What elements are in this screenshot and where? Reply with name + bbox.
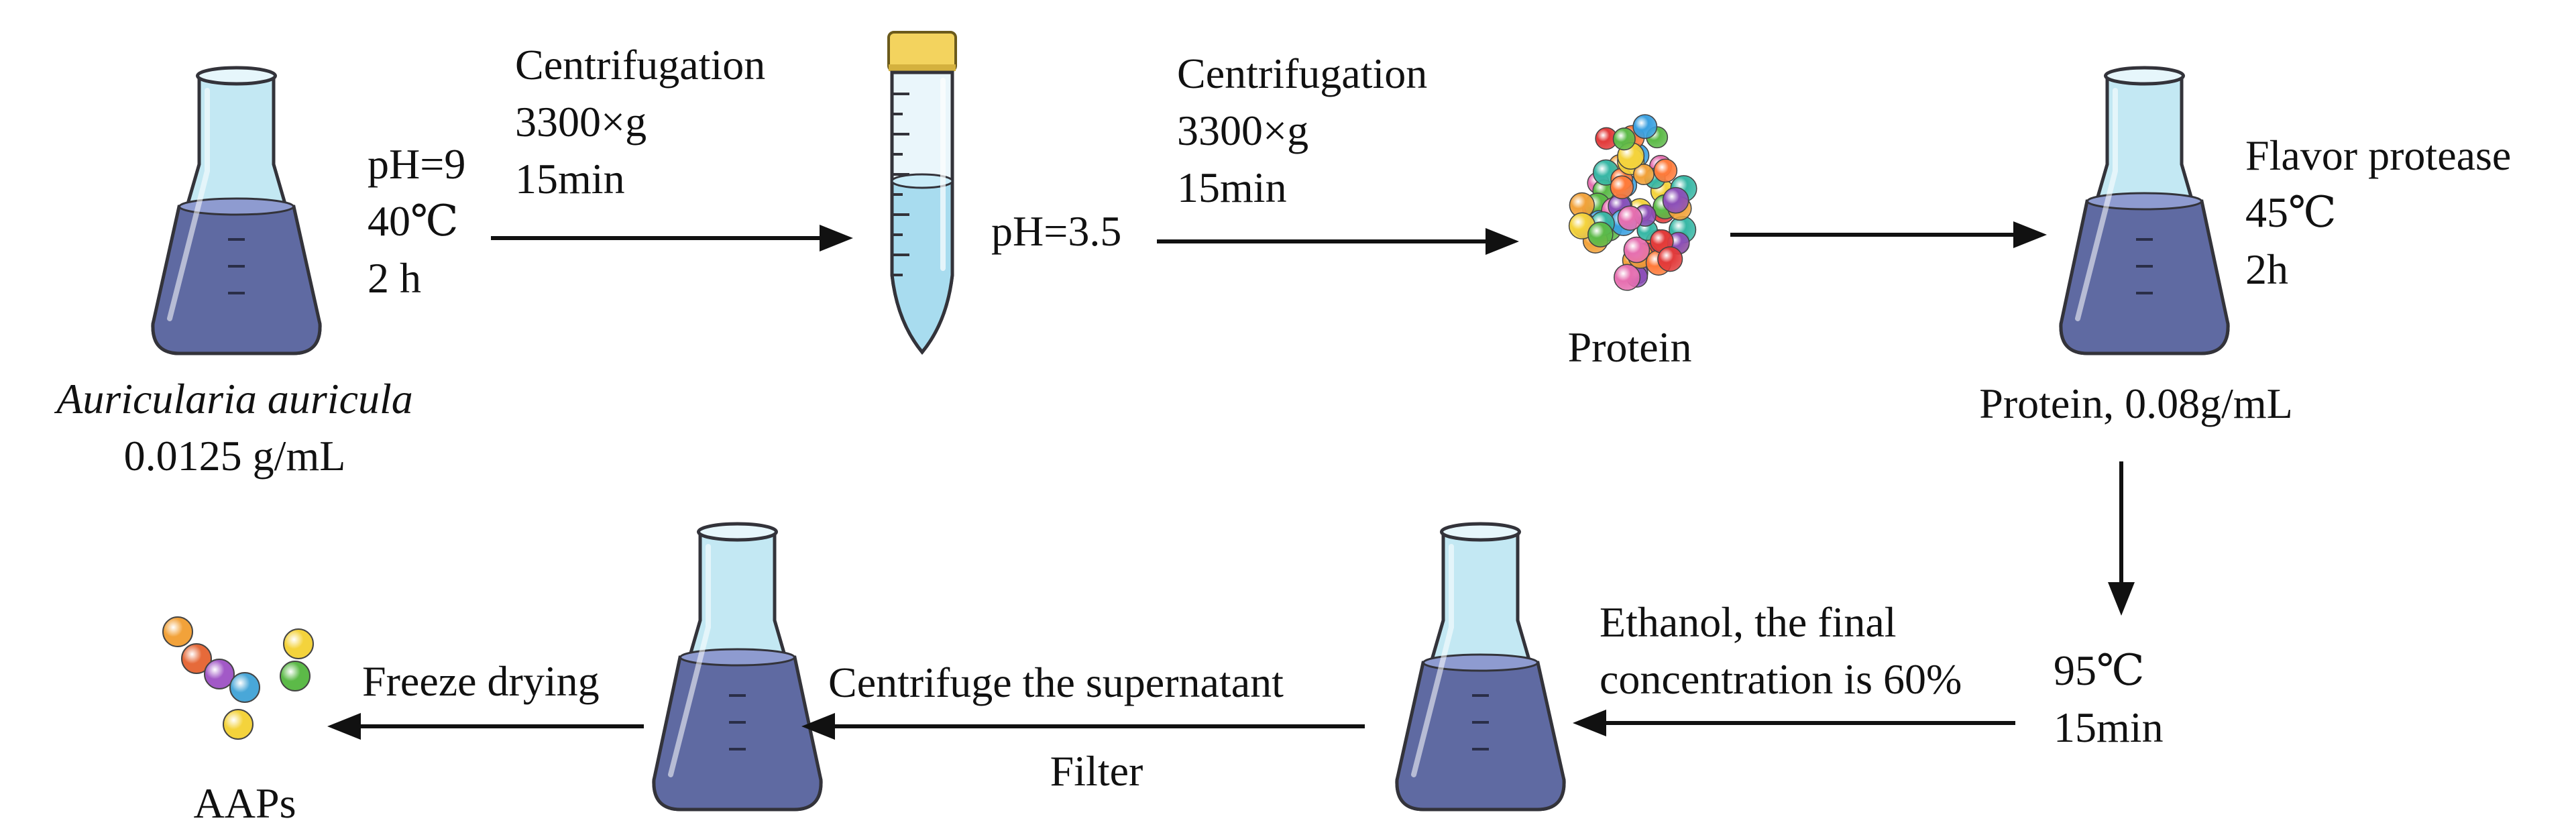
flask-icon xyxy=(652,522,823,812)
flask-icon xyxy=(2059,66,2230,355)
protein-sphere xyxy=(1632,164,1655,186)
peptide-bead xyxy=(181,643,212,674)
arrow-down-icon xyxy=(2108,461,2135,616)
step2-condition-method: Centrifugation xyxy=(515,41,766,89)
step8-centrifuge-label: Centrifuge the supernatant xyxy=(828,659,1284,706)
arrow-left-icon xyxy=(327,713,644,740)
protein-sphere xyxy=(1657,246,1683,272)
flask-icon xyxy=(1395,522,1566,812)
arrow-left-icon xyxy=(1573,710,2015,736)
step3-condition-time: 15min xyxy=(1177,164,1287,211)
protein-sphere xyxy=(1614,264,1641,291)
step2-condition-speed: 3300×g xyxy=(515,98,647,146)
peptide-bead xyxy=(280,661,311,691)
protein-sphere xyxy=(1662,186,1689,214)
step6-condition-time: 15min xyxy=(2054,704,2164,751)
step3-condition-ph: pH=3.5 xyxy=(991,207,1122,255)
sample-concentration-label: 0.0125 g/mL xyxy=(123,432,346,480)
protein-sphere xyxy=(1610,175,1634,199)
arrow-right-icon xyxy=(1157,228,1519,255)
step3-condition-method: Centrifugation xyxy=(1177,50,1428,97)
protein-sphere xyxy=(1612,127,1636,151)
protein-sphere xyxy=(1617,205,1643,231)
step3-condition-speed: 3300×g xyxy=(1177,107,1309,154)
protein-concentration-label: Protein, 0.08g/mL xyxy=(1979,380,2293,427)
step2-condition-time: 15min xyxy=(515,155,625,203)
step8-filter-label: Filter xyxy=(1050,747,1143,795)
sample-name-label: Auricularia auricula xyxy=(56,375,413,423)
protein-sphere xyxy=(1653,158,1678,183)
peptide-bead xyxy=(229,672,260,703)
protein-label: Protein xyxy=(1567,323,1692,371)
arrow-left-icon xyxy=(801,713,1365,740)
step1-condition-time: 2 h xyxy=(368,254,421,302)
centrifuge-tube-icon xyxy=(887,31,957,355)
step5-condition-time: 2h xyxy=(2245,245,2288,293)
peptide-bead xyxy=(283,628,314,659)
peptide-bead xyxy=(204,659,235,689)
step9-freeze-drying-label: Freeze drying xyxy=(362,657,600,705)
step5-condition-enzyme: Flavor protease xyxy=(2245,131,2512,179)
arrow-right-icon xyxy=(1730,221,2047,248)
peptide-bead xyxy=(223,709,254,740)
step1-condition-ph: pH=9 xyxy=(368,140,466,188)
step5-condition-temperature: 45℃ xyxy=(2245,188,2337,236)
peptide-beads-icon xyxy=(162,616,314,740)
peptide-bead xyxy=(162,616,193,647)
protein-sphere xyxy=(1632,114,1658,140)
protein-sphere xyxy=(1587,221,1614,247)
step7-condition-reagent: Ethanol, the final xyxy=(1600,598,1897,646)
protein-cluster-icon xyxy=(1568,114,1697,291)
arrow-right-icon xyxy=(491,225,853,252)
protein-sphere xyxy=(1623,236,1650,264)
flask-icon xyxy=(151,66,322,355)
step6-condition-temperature: 95℃ xyxy=(2054,647,2145,694)
step7-condition-concentration: concentration is 60% xyxy=(1600,655,1962,703)
step1-condition-temperature: 40℃ xyxy=(368,197,459,245)
aaps-label: AAPs xyxy=(193,779,296,827)
